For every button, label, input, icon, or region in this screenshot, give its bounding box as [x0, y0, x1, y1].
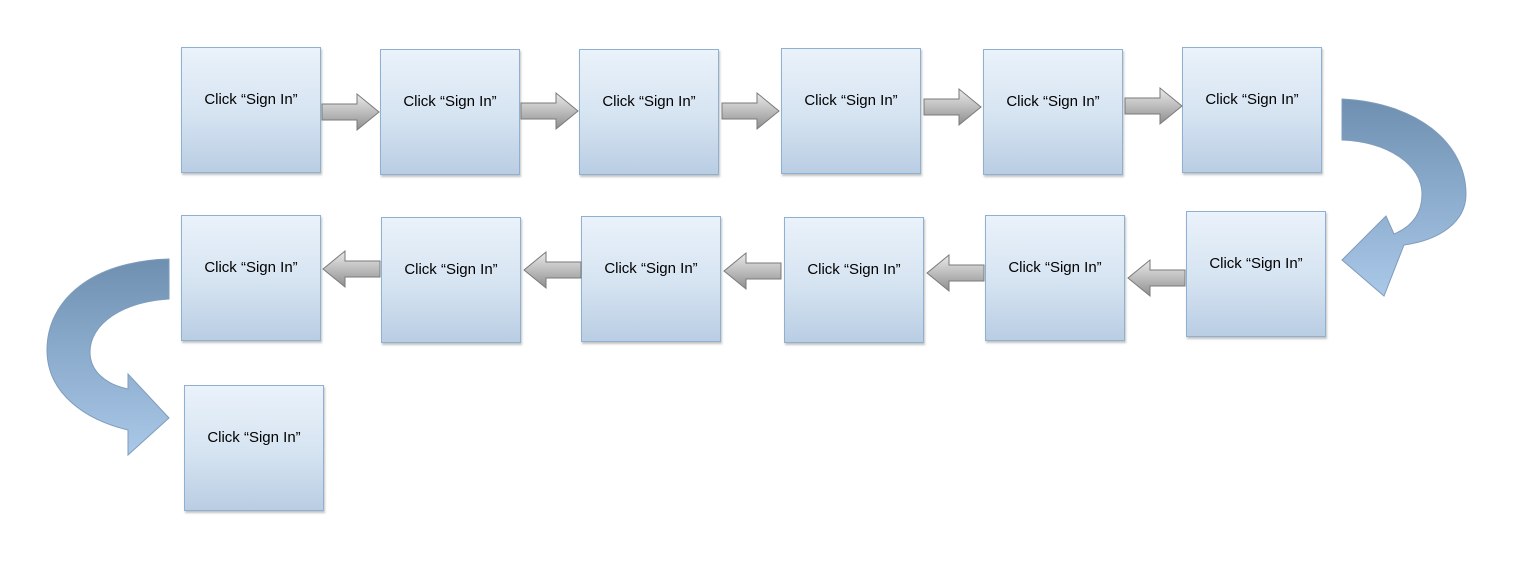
step-label: Click “Sign In”	[1205, 91, 1299, 108]
left-arrow-icon	[1126, 258, 1186, 298]
curved-down-right-arrow-icon	[46, 258, 170, 457]
left-arrow-icon	[925, 253, 985, 293]
step-box-6: Click “Sign In”	[1182, 47, 1322, 173]
step-box-13: Click “Sign In”	[184, 385, 324, 511]
step-label: Click “Sign In”	[1209, 255, 1303, 272]
step-label: Click “Sign In”	[1008, 259, 1102, 276]
left-arrow-icon	[722, 251, 782, 291]
step-label: Click “Sign In”	[604, 260, 698, 277]
step-box-11: Click “Sign In”	[381, 217, 521, 343]
step-box-7: Click “Sign In”	[1186, 211, 1326, 337]
right-arrow-icon	[520, 91, 580, 131]
left-arrow-icon	[522, 250, 582, 290]
right-arrow-icon	[923, 87, 983, 127]
step-label: Click “Sign In”	[207, 429, 301, 446]
step-label: Click “Sign In”	[602, 93, 696, 110]
step-label: Click “Sign In”	[403, 93, 497, 110]
step-box-5: Click “Sign In”	[983, 49, 1123, 175]
curved-down-left-arrow-icon	[1341, 98, 1467, 297]
step-label: Click “Sign In”	[804, 92, 898, 109]
right-arrow-icon	[1124, 86, 1184, 126]
step-box-8: Click “Sign In”	[985, 215, 1125, 341]
step-box-9: Click “Sign In”	[784, 217, 924, 343]
step-label: Click “Sign In”	[204, 259, 298, 276]
step-label: Click “Sign In”	[807, 261, 901, 278]
step-box-3: Click “Sign In”	[579, 49, 719, 175]
step-box-10: Click “Sign In”	[581, 216, 721, 342]
step-label: Click “Sign In”	[1006, 93, 1100, 110]
step-label: Click “Sign In”	[404, 261, 498, 278]
left-arrow-icon	[321, 249, 381, 289]
right-arrow-icon	[721, 91, 781, 131]
right-arrow-icon	[321, 92, 381, 132]
step-box-1: Click “Sign In”	[181, 47, 321, 173]
step-box-12: Click “Sign In”	[181, 215, 321, 341]
step-box-2: Click “Sign In”	[380, 49, 520, 175]
step-label: Click “Sign In”	[204, 91, 298, 108]
step-box-4: Click “Sign In”	[781, 48, 921, 174]
